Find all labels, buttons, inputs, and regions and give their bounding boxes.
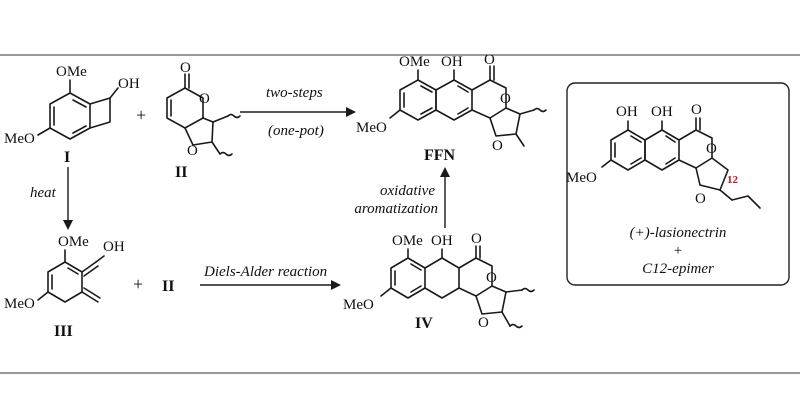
lasionectrin-carbonyl-o: O <box>691 102 702 118</box>
lasionectrin-ring-o: O <box>706 141 717 157</box>
compound-II-label: II <box>175 164 187 181</box>
compound-IV-carbonyl-o: O <box>471 231 482 247</box>
compound-I-label: I <box>64 149 70 166</box>
compound-I-ome-label: OMe <box>56 64 87 80</box>
diels-alder-arrowhead <box>331 280 341 290</box>
ffn-meo-label: MeO <box>356 120 387 136</box>
ffn-ome-label: OMe <box>399 54 430 70</box>
compound-II-ring-o: O <box>199 91 210 107</box>
compound-II-structure <box>166 73 241 157</box>
compound-IV-meo-label: MeO <box>343 297 374 313</box>
compound-I-meo-label: MeO <box>4 131 35 147</box>
lasionectrin-oh-left: OH <box>616 104 638 120</box>
inset-plus: + <box>674 243 682 259</box>
compound-III-ome-label: OMe <box>58 234 89 250</box>
compound-II-second-label: II <box>162 278 174 295</box>
compound-II-furan-o: O <box>187 143 198 159</box>
compound-IV-structure <box>380 245 535 329</box>
compound-III-structure <box>37 249 105 303</box>
plus-sign-1: + <box>136 105 146 125</box>
oxidative-arrowhead <box>440 167 450 177</box>
lasionectrin-oh-right: OH <box>651 104 673 120</box>
one-pot-label: (one-pot) <box>268 123 324 139</box>
lasionectrin-structure <box>601 117 761 209</box>
plus-sign-2: + <box>133 274 143 294</box>
compound-III-label: III <box>54 323 73 340</box>
aromatization-label: aromatization <box>354 201 438 217</box>
compound-II-carbonyl-o: O <box>180 60 191 76</box>
c12-epimer-name: C12-epimer <box>642 261 714 277</box>
lasionectrin-furan-o: O <box>695 191 706 207</box>
lasionectrin-meo-label: MeO <box>566 170 597 186</box>
oxidative-label: oxidative <box>380 183 435 199</box>
heat-arrowhead <box>63 220 73 230</box>
ffn-oh-label: OH <box>441 54 463 70</box>
ffn-ring-o: O <box>500 91 511 107</box>
diels-alder-label: Diels-Alder reaction <box>203 264 327 280</box>
ffn-label: FFN <box>424 147 456 164</box>
compound-III-oh-label: OH <box>103 239 125 255</box>
compound-IV-furan-o: O <box>478 315 489 331</box>
lasionectrin-inset-box <box>566 82 790 286</box>
compound-I-structure <box>37 79 119 140</box>
lasionectrin-name: (+)-lasionectrin <box>630 225 727 241</box>
compound-IV-ome-label: OMe <box>392 233 423 249</box>
heat-label: heat <box>30 185 57 201</box>
two-steps-label: two-steps <box>266 85 323 101</box>
compound-III-meo-label: MeO <box>4 296 35 312</box>
compound-I-oh-label: OH <box>118 76 140 92</box>
ffn-furan-o: O <box>492 138 503 154</box>
position-12-label: 12 <box>727 174 739 186</box>
ffn-structure <box>389 65 547 147</box>
compound-IV-label: IV <box>415 315 433 332</box>
compound-IV-ring-o: O <box>486 270 497 286</box>
compound-IV-oh-label: OH <box>431 233 453 249</box>
two-steps-arrowhead <box>346 107 356 117</box>
ffn-carbonyl-o: O <box>484 52 495 68</box>
